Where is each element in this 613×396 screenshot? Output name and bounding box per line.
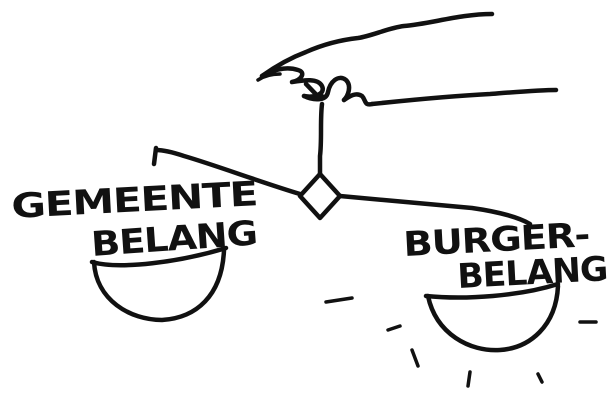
scale-pivot <box>300 174 340 218</box>
right-pan-label-line-2: BELANG <box>456 249 608 297</box>
hand-icon <box>258 14 556 104</box>
suspension-string <box>320 104 322 174</box>
